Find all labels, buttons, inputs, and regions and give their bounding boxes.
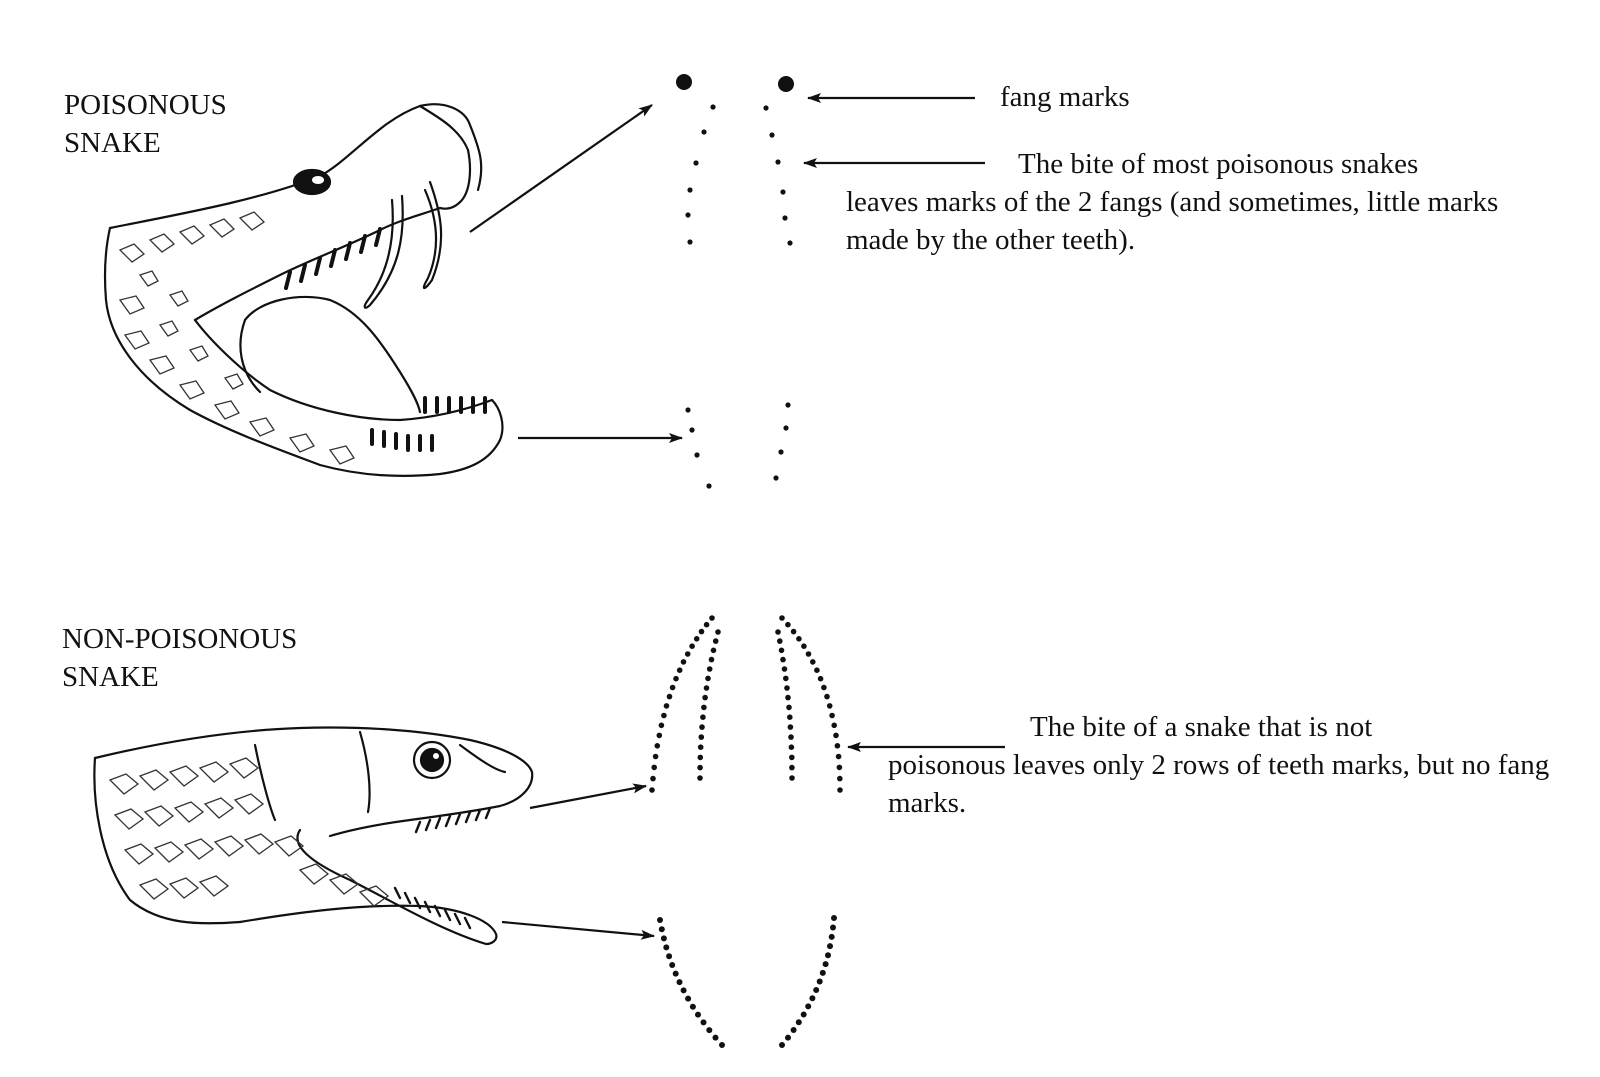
fang-marks-label: fang marks bbox=[1000, 81, 1130, 113]
non-poisonous-description-line1: The bite of a snake that is not bbox=[1030, 711, 1373, 743]
non-poisonous-snake-teeth bbox=[393, 806, 492, 930]
poisonous-arrows bbox=[469, 93, 985, 443]
poisonous-description-rest: leaves marks of the 2 fangs (and sometim… bbox=[846, 186, 1499, 256]
non-poisonous-snake-head bbox=[93, 726, 534, 946]
poisonous-snake-head bbox=[103, 103, 504, 477]
non-poisonous-snake-scales bbox=[108, 757, 390, 907]
poisonous-bite-marks bbox=[676, 74, 794, 489]
non-poisonous-snake-label: NON-POISONOUS SNAKE bbox=[62, 623, 298, 693]
fang-mark-left bbox=[676, 74, 692, 90]
poisonous-snake-scales bbox=[118, 211, 355, 465]
poisonous-description-line1: The bite of most poisonous snakes bbox=[1018, 148, 1419, 180]
fang-pointer-arrow bbox=[469, 104, 653, 233]
fang-mark-right bbox=[778, 76, 794, 92]
non-poisonous-bite-marks bbox=[649, 615, 843, 1048]
non-poisonous-description: The bite of a snake that is not poisonou… bbox=[888, 708, 1568, 822]
poisonous-description: The bite of most poisonous snakes leaves… bbox=[846, 145, 1546, 259]
non-poisonous-arrows bbox=[501, 742, 1005, 940]
lower-jaw-pointer-arrow-2 bbox=[501, 920, 655, 940]
poisonous-snake-label: POISONOUS SNAKE bbox=[64, 89, 227, 159]
upper-jaw-pointer-arrow bbox=[529, 783, 647, 810]
non-poisonous-description-rest: poisonous leaves only 2 rows of teeth ma… bbox=[888, 749, 1550, 819]
poisonous-snake-teeth bbox=[284, 227, 487, 452]
